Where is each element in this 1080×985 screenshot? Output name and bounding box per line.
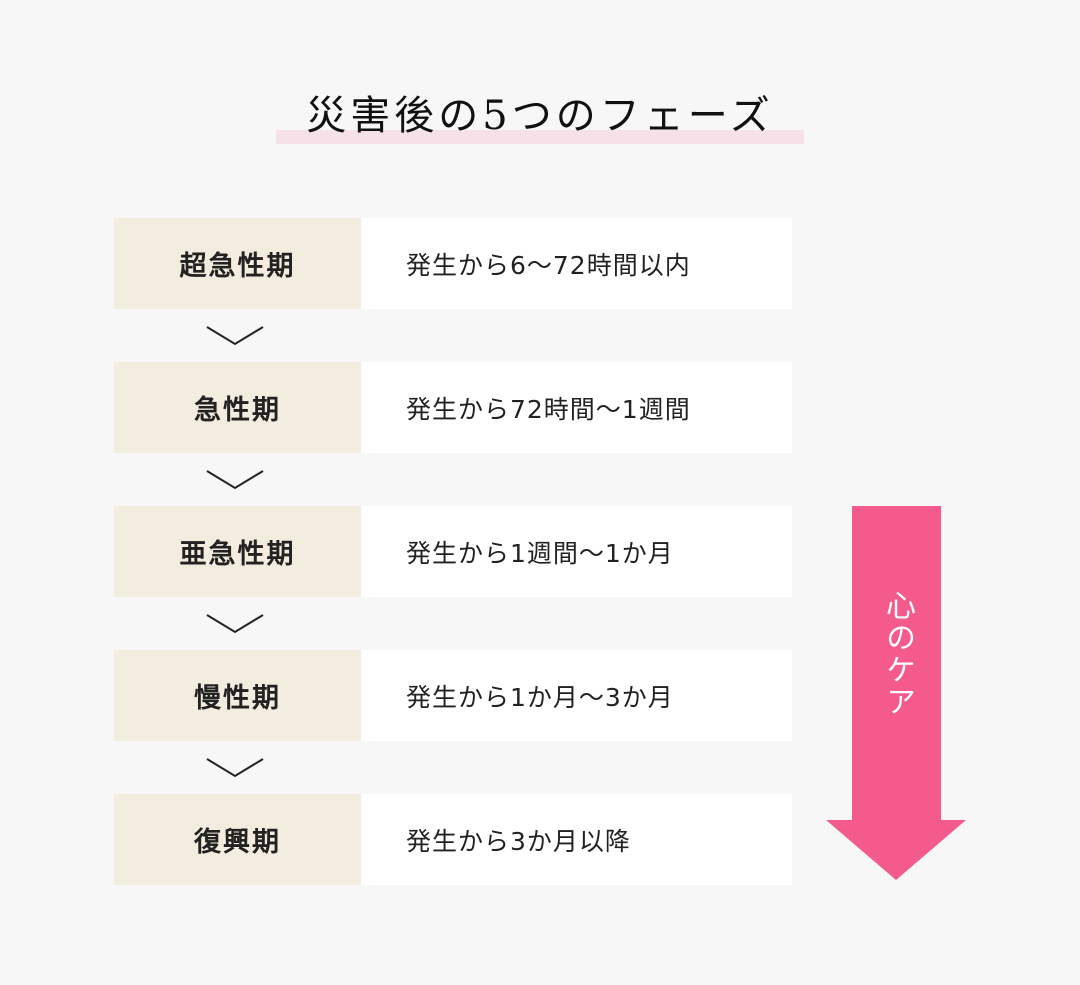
phase-description: 発生から3か月以降 <box>361 794 792 885</box>
phase-row: 亜急性期 発生から1週間〜1か月 <box>114 506 792 597</box>
chevron-down-icon <box>206 614 264 634</box>
phase-label: 慢性期 <box>114 650 361 741</box>
phase-label: 復興期 <box>114 794 361 885</box>
phase-label: 超急性期 <box>114 218 361 309</box>
phase-description: 発生から1週間〜1か月 <box>361 506 792 597</box>
phase-row: 急性期 発生から72時間〜1週間 <box>114 362 792 453</box>
title-highlight <box>276 130 804 144</box>
page-title-block: 災害後の5つのフェーズ <box>276 88 804 148</box>
chevron-down-icon <box>206 470 264 490</box>
chevron-down-icon <box>206 758 264 778</box>
chevron-down-icon <box>206 326 264 346</box>
page-title: 災害後の5つのフェーズ <box>306 93 774 139</box>
phase-label: 急性期 <box>114 362 361 453</box>
phase-row: 慢性期 発生から1か月〜3か月 <box>114 650 792 741</box>
phase-description: 発生から6〜72時間以内 <box>361 218 792 309</box>
down-arrow-icon <box>826 506 966 880</box>
phase-row: 復興期 発生から3か月以降 <box>114 794 792 885</box>
phase-label: 亜急性期 <box>114 506 361 597</box>
arrow-label: 心のケア <box>880 590 915 718</box>
phase-description: 発生から1か月〜3か月 <box>361 650 792 741</box>
phase-row: 超急性期 発生から6〜72時間以内 <box>114 218 792 309</box>
phase-description: 発生から72時間〜1週間 <box>361 362 792 453</box>
